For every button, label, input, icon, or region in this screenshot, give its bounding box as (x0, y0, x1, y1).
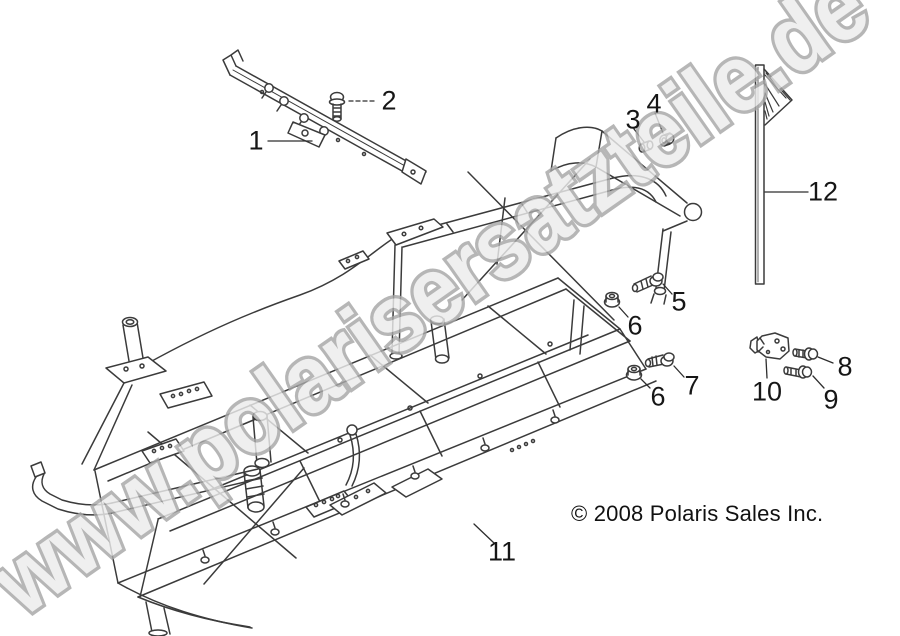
leader-9 (812, 375, 825, 389)
callout-1: 1 (248, 125, 264, 156)
callout-6-upper: 6 (627, 310, 643, 341)
callout-11: 11 (487, 536, 517, 567)
leader-7 (673, 365, 685, 378)
part-7-bolt-drawing (644, 352, 675, 368)
leader-5 (662, 283, 673, 295)
callout-2: 2 (381, 85, 397, 116)
callout-10: 10 (751, 376, 783, 407)
leader-lines (267, 100, 834, 544)
frame-main-part-drawing (30, 126, 703, 636)
leader-6-lower (640, 378, 651, 389)
callout-3: 3 (625, 104, 641, 135)
part-12-strip-drawing (754, 64, 793, 285)
callout-9: 9 (823, 384, 839, 415)
part-8-bolt-drawing (792, 347, 819, 361)
part-1-mounting-rail-drawing (222, 49, 427, 185)
part-6-upper-nut-drawing (603, 291, 621, 308)
leader-4 (654, 112, 664, 134)
leader-6-upper (618, 306, 629, 318)
callout-6-lower: 6 (650, 381, 666, 412)
leader-8 (817, 356, 834, 364)
callout-12: 12 (807, 176, 839, 207)
copyright-text: © 2008 Polaris Sales Inc. (571, 501, 824, 526)
part-3-spacer-drawing (638, 140, 654, 153)
leader-3 (633, 128, 645, 143)
part-10-bracket-drawing (749, 332, 790, 360)
callout-5: 5 (671, 286, 687, 317)
leader-11 (473, 523, 495, 544)
callout-7: 7 (684, 370, 700, 401)
part-2-bolt-drawing (328, 91, 346, 122)
leader-10 (765, 358, 768, 379)
part-5-bolt-drawing (631, 272, 664, 293)
part-6-lower-nut-drawing (625, 364, 643, 381)
callout-4: 4 (646, 88, 662, 119)
part-4-bushing-drawing (659, 132, 675, 147)
callout-8: 8 (837, 351, 853, 382)
part-9-bolt-drawing (783, 365, 813, 379)
